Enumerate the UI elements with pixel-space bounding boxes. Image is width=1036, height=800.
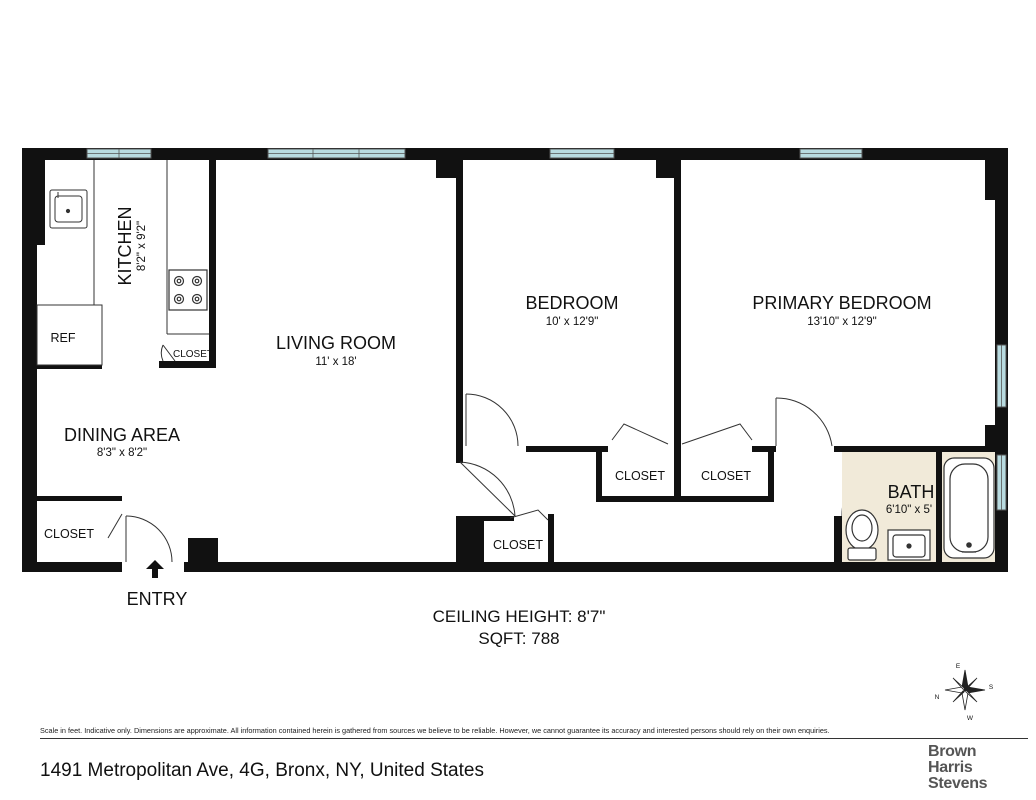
kitchen-name: KITCHEN [115,206,135,285]
primary-closet-label: CLOSET [701,469,751,483]
windows [86,148,1007,511]
bathtub-icon [943,457,995,559]
bedroom-dims: 10' x 12'9" [546,316,599,328]
bedroom-closet-label: CLOSET [615,469,665,483]
disclaimer: Scale in feet. Indicative only. Dimensio… [40,726,830,735]
ceiling-height: CEILING HEIGHT: 8'7" [433,607,606,626]
entry-label: ENTRY [127,589,188,609]
primary-bedroom-name: PRIMARY BEDROOM [752,293,931,313]
compass-s: S [989,684,994,691]
compass-e: E [956,663,961,670]
ref-label: REF [51,331,76,345]
brand-logo: Brown Harris Stevens [928,743,988,792]
kitchen-dims: 8'2" x 9'2" [136,221,148,271]
property-address: 1491 Metropolitan Ave, 4G, Bronx, NY, Un… [40,760,484,781]
doors [107,344,891,563]
stove-icon [168,269,208,311]
hall-closet-label: CLOSET [493,538,543,552]
dining-area-dims: 8'3" x 8'2" [97,447,147,459]
brand-line-1: Brown [928,743,977,760]
primary-bedroom-dims: 13'10" x 12'9" [807,316,876,328]
interior-walls [37,160,995,564]
entry-closet-label: CLOSET [44,527,94,541]
bedroom-name: BEDROOM [525,293,618,313]
dining-area-name: DINING AREA [64,425,180,445]
living-room-dims: 11' x 18' [315,356,356,368]
sqft: SQFT: 788 [478,629,559,648]
brand-line-3: Stevens [928,775,988,792]
kitchen-counters [36,160,209,366]
bath-dims: 6'10" x 5' [886,504,932,516]
compass-rose-icon [944,669,986,711]
footer-divider [40,738,1028,739]
bath-name: BATH [888,482,935,502]
living-room-name: LIVING ROOM [276,333,396,353]
toilet-icon [845,509,879,561]
bath-sink-icon [887,529,931,561]
compass-n: N [935,694,940,701]
kitchen-label: KITCHEN 8'2" x 9'2" [115,206,148,285]
kitchen-sink-icon [49,189,88,229]
entry-arrow-icon [146,560,164,578]
brand-line-2: Harris [928,759,973,776]
compass-w: W [967,715,974,722]
kitchen-closet-label: CLOSET [173,349,213,360]
